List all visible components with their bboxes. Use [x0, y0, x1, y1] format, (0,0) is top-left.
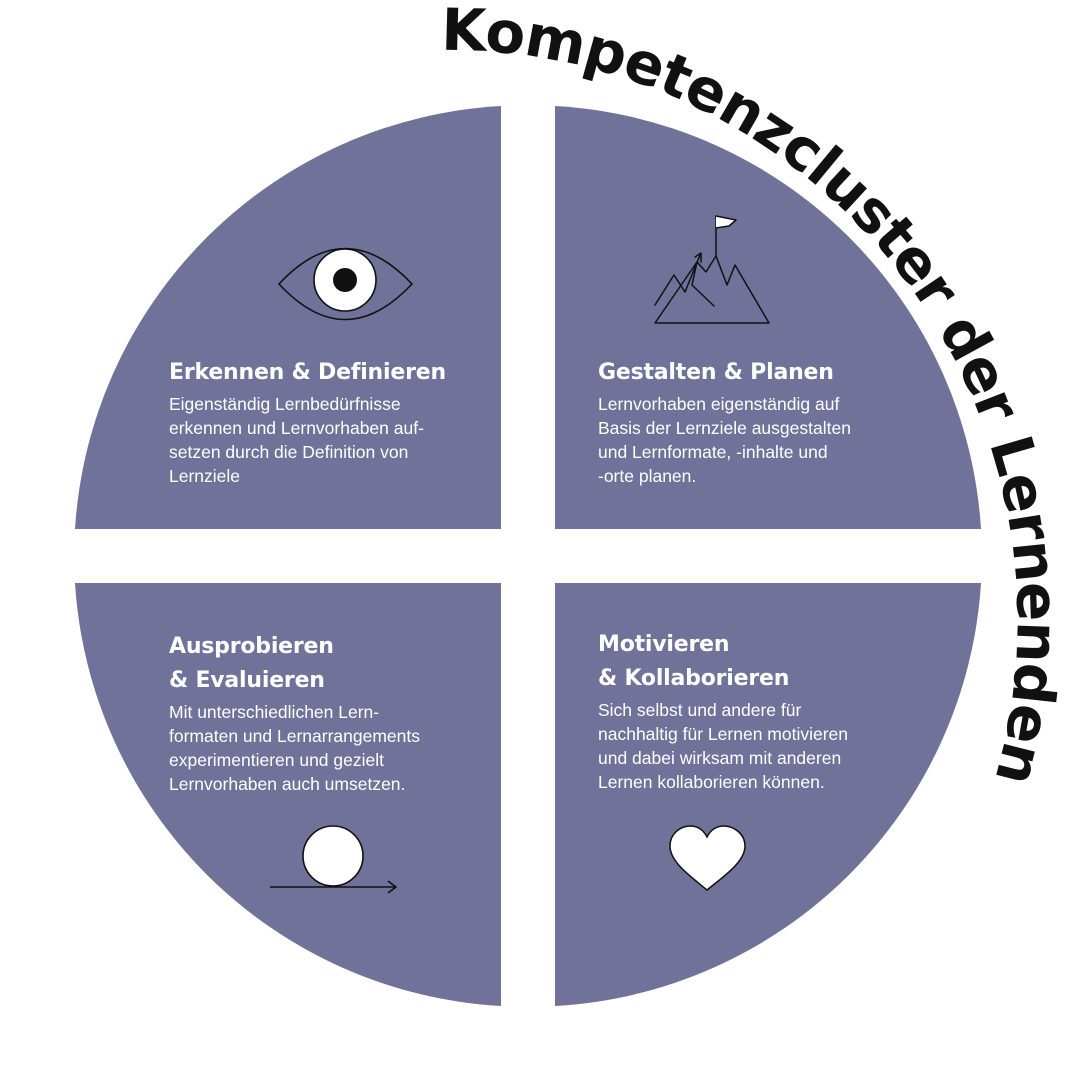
quadrant-description: Mit unterschiedlichen Lern- formaten und…	[169, 702, 420, 794]
quadrant-top-left	[75, 106, 501, 529]
quadrant-text-bottom-left: Ausprobieren & Evaluieren Mit unterschie…	[169, 630, 479, 796]
quadrant-title: Ausprobieren & Evaluieren	[169, 634, 334, 693]
rolling-ball-icon	[270, 825, 398, 894]
quadrant-description: Lernvorhaben eigenständig auf Basis der …	[598, 394, 851, 486]
quadrant-text-top-right: Gestalten & Planen Lernvorhaben eigenstä…	[598, 356, 938, 488]
quadrant-title: Erkennen & Definieren	[169, 360, 446, 385]
quadrant-bottom-right	[555, 583, 981, 1006]
quadrant-description: Sich selbst und andere für nachhaltig fü…	[598, 700, 849, 792]
quadrant-top-right	[555, 106, 981, 529]
eye-icon	[277, 247, 414, 321]
mountain-flag-icon	[654, 215, 770, 324]
quadrant-description: Eigenständig Lernbedürfnisse erkennen un…	[169, 394, 424, 486]
heart-icon	[669, 825, 746, 891]
quadrant-bottom-left	[75, 583, 501, 1006]
quadrant-title: Gestalten & Planen	[598, 360, 834, 385]
quadrant-text-bottom-right: Motivieren & Kollaborieren Sich selbst u…	[598, 628, 938, 794]
quadrant-title: Motivieren & Kollaborieren	[598, 632, 790, 691]
quadrant-text-top-left: Erkennen & Definieren Eigenständig Lernb…	[169, 356, 479, 488]
